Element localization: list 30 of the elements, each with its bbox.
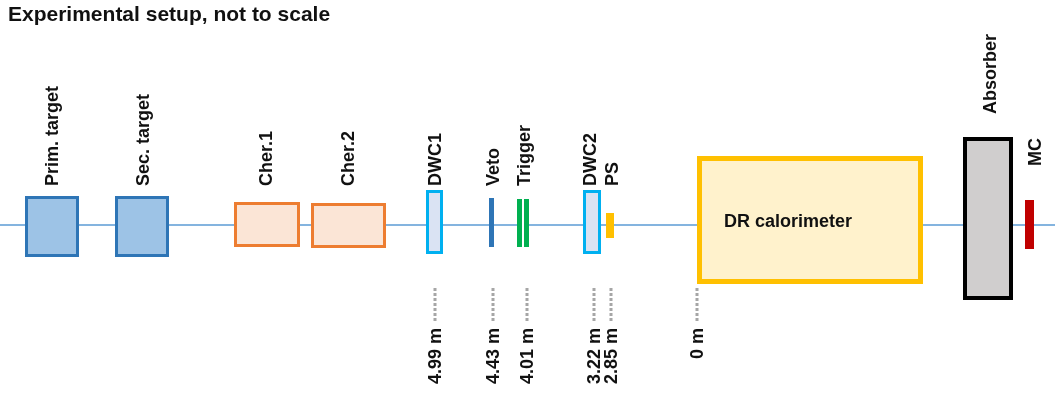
component-label: Trigger [513,125,535,186]
beam-line [78,224,116,226]
component-label: Cher.2 [337,130,359,186]
beam-line [922,224,964,226]
component-label: Prim. target [41,85,63,186]
beam-line [168,224,235,226]
beam-line [442,224,490,226]
beam-line [0,224,26,226]
beam-line [385,224,427,226]
diagram-title: Experimental setup, not to scale [8,2,331,26]
component-label: DWC2 [579,133,601,186]
component-label: Cher.1 [255,130,277,186]
distance-label: 4.01 m [516,328,538,385]
distance-label: 0 m [686,328,708,360]
distance-label: 4.43 m [482,328,504,385]
component-label: MC [1024,138,1046,166]
component-label: Veto [482,148,504,186]
component-label: DWC1 [424,133,446,186]
component-label: DR calorimeter [724,211,853,232]
beam-line [299,224,312,226]
beam-line [1012,224,1026,226]
distance-label: 4.99 m [424,328,446,385]
beam-line [493,224,518,226]
component-label: Sec. target [132,93,154,186]
component-label: PS [601,162,623,186]
beam-line [613,224,698,226]
beam-line [528,224,584,226]
component-label: Absorber [979,34,1001,114]
beam-line [1033,224,1055,226]
beam-line [600,224,607,226]
